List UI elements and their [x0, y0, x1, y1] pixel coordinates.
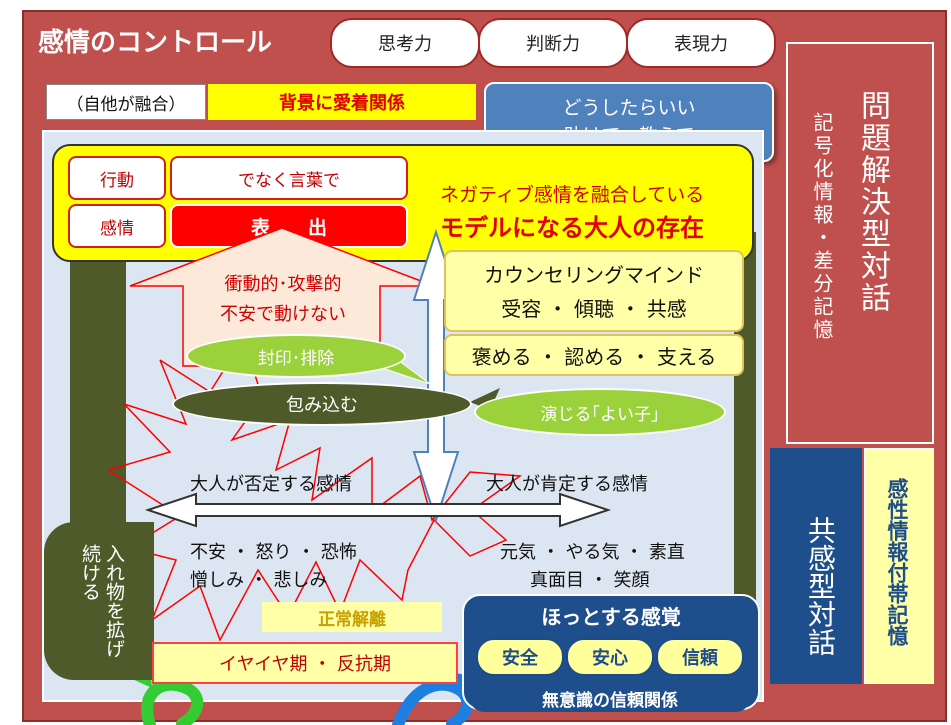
self-other-label: （自他が融合）: [46, 84, 206, 120]
counseling-mind: カウンセリングマインド: [484, 263, 704, 287]
express-label: 表 出: [170, 204, 408, 248]
relief-title: ほっとする感覚: [541, 604, 681, 629]
empathy-dialogue: 共感型対話: [804, 516, 837, 656]
help-line-1: どうしたらいい: [562, 97, 696, 119]
unconscious-trust: 無意識の信頼関係: [470, 684, 750, 712]
relief-security: 安心: [566, 638, 654, 676]
left-green-bar: [70, 240, 126, 530]
counseling-card: カウンセリングマインド 受容 ・ 傾聴 ・ 共感: [444, 250, 744, 332]
container-box: [44, 522, 154, 680]
not-action-label: でなく言葉で: [170, 156, 408, 200]
negative-merge-text: ネガティブ感情を融合している: [440, 184, 705, 206]
impulsive-text: 衝動的･攻撃的: [224, 274, 342, 295]
wrap-ellipse: 包み込む: [172, 382, 472, 426]
normal-dissociation: 正常解離: [262, 602, 442, 632]
seal-exclude: 封印･排除: [186, 334, 406, 378]
negative-emotions-1: 不安 ・ 怒り ・ 恐怖: [190, 542, 357, 563]
praise-card: 褒める ・ 認める ・ 支える: [444, 334, 744, 376]
anxious-text: 不安で動けない: [220, 304, 346, 325]
sensory-memory-box: [864, 448, 934, 684]
problem-solving-box: [786, 42, 934, 444]
adult-denies-text: 大人が否定する感情: [190, 474, 352, 495]
sensory-memory: 感性情報付帯記憶: [885, 478, 909, 646]
pill-judgment: 判断力: [478, 18, 628, 68]
action-label: 行動: [68, 156, 166, 200]
positive-emotions-2: 真面目 ・ 笑顔: [530, 570, 650, 591]
emotion-label: 感情: [68, 204, 166, 248]
background-label: 背景に愛着関係: [208, 84, 476, 120]
pill-thinking: 思考力: [330, 18, 480, 68]
relief-trust: 信頼: [656, 638, 744, 676]
rebellious-period: イヤイヤ期 ・ 反抗期: [152, 642, 458, 684]
problem-solving-dialogue: 問題解決型対話: [855, 90, 890, 314]
negative-emotions-2: 憎しみ ・ 悲しみ: [190, 570, 328, 591]
diagram-title: 感情のコントロール: [38, 28, 273, 58]
container-text: 入れ物を拡げ続ける: [79, 544, 125, 658]
empathy-box: [770, 448, 862, 684]
symbolic-memory: 記号化情報・差分記憶: [810, 112, 834, 342]
relief-safety: 安全: [476, 638, 564, 676]
adult-affirms-text: 大人が肯定する感情: [486, 474, 648, 495]
model-adult-text: モデルになる大人の存在: [440, 214, 704, 242]
positive-emotions-1: 元気 ・ やる気 ・ 素直: [500, 542, 685, 563]
accept-listen-empathy: 受容 ・ 傾聴 ・ 共感: [501, 297, 687, 321]
good-child: 演じる｢よい子｣: [474, 388, 726, 436]
pill-expression: 表現力: [626, 18, 776, 68]
